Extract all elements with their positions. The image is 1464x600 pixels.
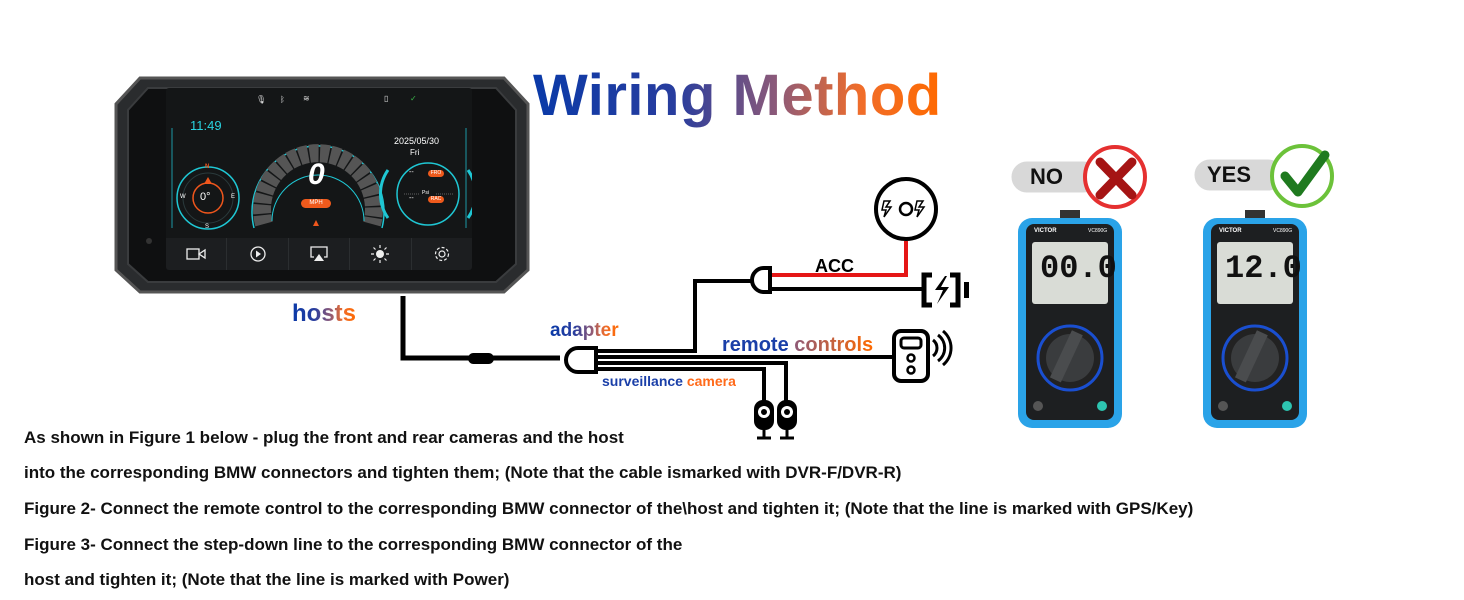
surveillance-camera-label: surveillance camera <box>602 373 736 389</box>
clock: 11:49 <box>190 118 222 133</box>
meter-body-yes <box>1203 210 1307 428</box>
device-bottom-bar <box>166 238 472 270</box>
camera-front-icon <box>754 400 774 440</box>
screen-mirror-button[interactable] <box>289 238 351 270</box>
date: 2025/05/30 <box>394 136 440 146</box>
remote-label-word-2: controls <box>794 334 874 356</box>
meter-brand-no: VICTOR <box>1034 228 1057 234</box>
rear-tire-value: -- <box>409 195 414 202</box>
speed-value: 0 <box>308 158 325 191</box>
rear-tire-badge: RAC <box>428 196 444 203</box>
playback-button[interactable] <box>227 238 289 270</box>
yes-badge <box>1191 144 1334 208</box>
meter-model-yes: VC890G <box>1273 228 1293 234</box>
multimeter-yes: YES VICTOR VC890G 12.0 <box>1185 140 1355 430</box>
compass-west: W <box>180 194 186 200</box>
remote-control-icon <box>892 329 953 383</box>
gps-icon: ✓ <box>410 94 417 103</box>
brightness-button[interactable] <box>350 238 412 270</box>
camera-label-word-2: camera <box>686 373 736 389</box>
microphone-icon: 🎙︎ <box>256 95 267 104</box>
device-screen: 🎙︎ ᛒ ≋ ▯ ✓ 11:49 2025/05/30 Fri <box>166 88 472 270</box>
sd-card-icon: ▯ <box>384 94 389 103</box>
host-cable <box>400 296 560 361</box>
tire-unit: Psi <box>422 190 429 196</box>
host-device: 🎙︎ ᛒ ≋ ▯ ✓ 11:49 2025/05/30 Fri <box>112 74 532 296</box>
settings-button[interactable] <box>412 238 472 270</box>
front-tire-badge: FRO <box>428 170 444 177</box>
acc-wire <box>772 241 908 277</box>
no-label: NO <box>1030 164 1063 189</box>
battery-icon <box>921 272 969 308</box>
page-title: Wiring Method <box>533 63 942 128</box>
meter-body-no <box>1018 210 1122 428</box>
camera-rear-icon <box>777 400 797 440</box>
instruction-line: Figure 2- Connect the remote control to … <box>24 499 1194 518</box>
camera-icon <box>186 248 206 260</box>
screen-cast-icon <box>310 246 328 261</box>
x-mark-icon <box>1095 157 1137 200</box>
instruction-line: into the corresponding BMW connectors an… <box>24 463 902 482</box>
ignition-icon <box>874 177 938 241</box>
camera-wire-front <box>598 367 766 404</box>
camera-wire-rear <box>598 361 788 404</box>
yes-label: YES <box>1207 162 1252 187</box>
speed-unit-badge: MPH <box>301 199 331 208</box>
meter-model-no: VC890G <box>1088 228 1108 234</box>
no-badge <box>1008 145 1147 209</box>
compass-north: N <box>205 164 210 170</box>
front-tire-value: -- <box>409 169 414 176</box>
remote-label-word-1: remote <box>722 334 789 356</box>
inline-connector <box>468 353 494 364</box>
meter-brand-yes: VICTOR <box>1219 228 1242 234</box>
adapter-label: adapter <box>550 320 619 341</box>
hosts-label: hosts <box>292 300 357 327</box>
adapter-plug <box>564 346 598 374</box>
compass-heading: 0° <box>200 191 211 203</box>
multimeter-no: NO VICTOR VC890G 00.0 <box>1000 140 1170 430</box>
instruction-line: As shown in Figure 1 below - plug the fr… <box>24 428 624 447</box>
instruction-line: Figure 3- Connect the step-down line to … <box>24 535 683 554</box>
bluetooth-icon: ᛒ <box>280 95 285 104</box>
compass-south: S <box>205 224 210 230</box>
brightness-icon <box>371 245 390 263</box>
wifi-icon: ≋ <box>303 94 310 103</box>
instruction-line: host and tighten it; (Note that the line… <box>24 570 510 589</box>
play-icon <box>249 246 266 262</box>
power-branch-wire <box>598 279 758 353</box>
remote-controls-label: remote controls <box>722 334 873 357</box>
dashcam-button[interactable] <box>166 238 228 270</box>
camera-label-word-1: surveillance <box>602 373 683 389</box>
check-mark-icon <box>1280 150 1330 197</box>
gauges <box>171 128 472 230</box>
gear-icon <box>434 246 449 262</box>
compass-east: E <box>231 194 236 200</box>
acc-label: ACC <box>815 256 854 276</box>
tire-pressure-gauge <box>378 162 472 226</box>
compass-gauge <box>176 166 240 230</box>
meter-reading-no: 00.0 <box>1040 250 1117 287</box>
power-plug <box>750 266 772 294</box>
day-of-week: Fri <box>410 148 420 157</box>
meter-reading-yes: 12.0 <box>1225 250 1302 287</box>
